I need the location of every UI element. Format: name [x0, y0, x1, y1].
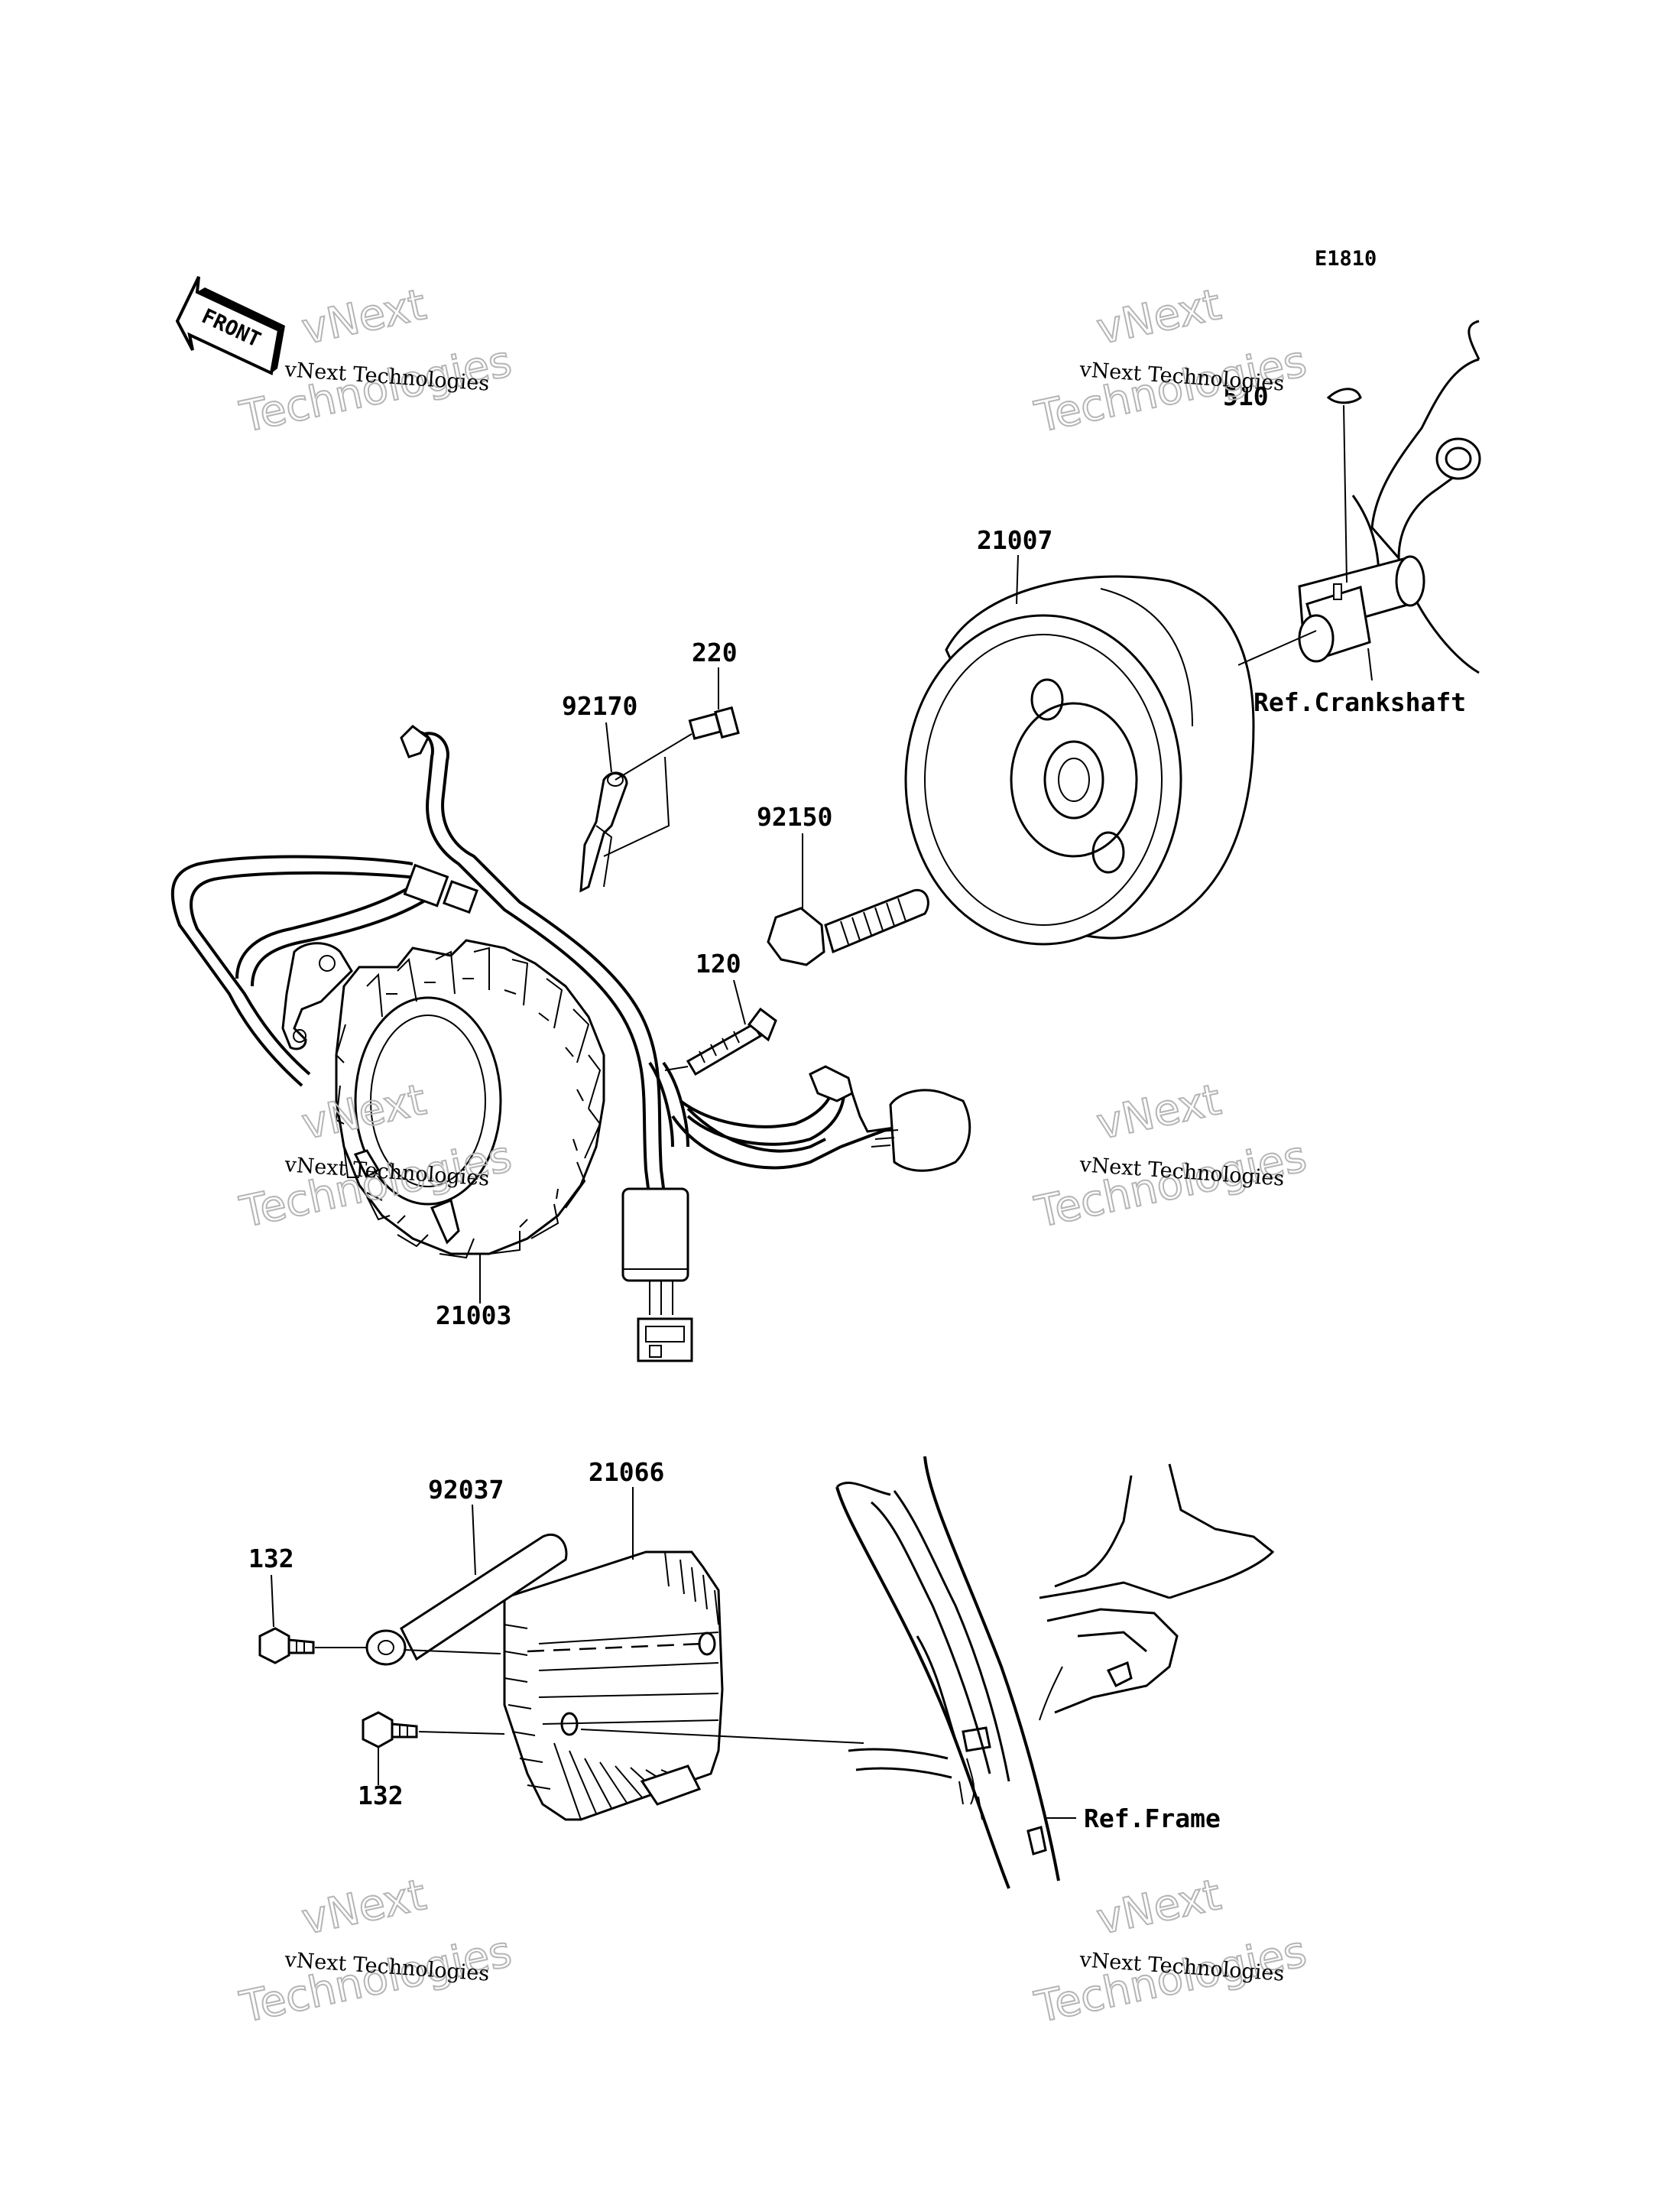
pickup-coil-lead — [648, 1061, 971, 1172]
svg-text:vNext: vNext — [1092, 1870, 1225, 1945]
stator-wire-harness — [170, 725, 666, 1201]
leader-21007 — [1016, 554, 1019, 605]
bolt-220 — [688, 706, 740, 740]
label-92150: 92150 — [757, 802, 832, 832]
mount-line-lower-bolt — [418, 1731, 505, 1735]
label-132-lower: 132 — [358, 1781, 404, 1810]
key-510 — [1326, 388, 1362, 583]
label-510: 510 — [1223, 381, 1269, 411]
leader-92037 — [472, 1504, 476, 1576]
label-21066: 21066 — [589, 1457, 664, 1487]
crankshaft-reference-drawing — [1298, 320, 1481, 674]
regulator-21066 — [503, 1550, 724, 1821]
leader-crankshaft — [1237, 630, 1317, 666]
label-21003: 21003 — [436, 1300, 511, 1330]
stator-connector — [621, 1187, 693, 1362]
ref-crankshaft: Ref.Crankshaft — [1254, 687, 1466, 717]
mount-dashed-line — [527, 1642, 704, 1653]
collar-92037 — [365, 1533, 568, 1666]
leader-120-mount — [664, 1066, 689, 1071]
flywheel-21007 — [904, 575, 1255, 946]
bolt-92150 — [767, 888, 929, 966]
ref-frame: Ref.Frame — [1084, 1804, 1221, 1833]
label-92037: 92037 — [428, 1475, 504, 1505]
watermark-bottom-left: vNext Technologies vNext Technologies — [235, 1869, 516, 2034]
label-220: 220 — [692, 638, 738, 667]
mount-line-collar — [403, 1649, 501, 1654]
svg-text:vNext: vNext — [1092, 1075, 1225, 1150]
label-92170: 92170 — [562, 691, 637, 721]
leader-132-upper — [271, 1574, 274, 1628]
stator-21003 — [335, 939, 605, 1259]
bolt-132-upper — [258, 1627, 315, 1664]
bolt-132-lower — [362, 1711, 418, 1748]
frame-reference-drawing — [835, 1456, 1275, 1889]
leader-92170 — [605, 722, 612, 773]
svg-text:vNext: vNext — [297, 280, 430, 355]
leader-120 — [733, 979, 746, 1025]
leader-crankshaft-2 — [1367, 648, 1373, 681]
label-132-upper: 132 — [248, 1544, 294, 1573]
label-21007: 21007 — [977, 525, 1052, 555]
front-direction-arrow: FRONT — [175, 276, 285, 375]
svg-text:vNext: vNext — [1092, 280, 1225, 355]
leader-92170-mount — [603, 733, 692, 857]
svg-text:vNext: vNext — [297, 1870, 430, 1945]
label-120: 120 — [696, 949, 741, 979]
watermark-bottom-right: vNext Technologies vNext Technologies — [1030, 1869, 1311, 2034]
clamp-92170 — [579, 771, 628, 893]
watermark-top-right: vNext Technologies vNext Technologies — [1030, 279, 1311, 443]
mount-line-frame — [580, 1729, 864, 1744]
bolt-120 — [686, 1007, 777, 1076]
diagram-code: E1810 — [1315, 247, 1377, 271]
watermark-mid-right: vNext Technologies vNext Technologies — [1030, 1074, 1311, 1239]
